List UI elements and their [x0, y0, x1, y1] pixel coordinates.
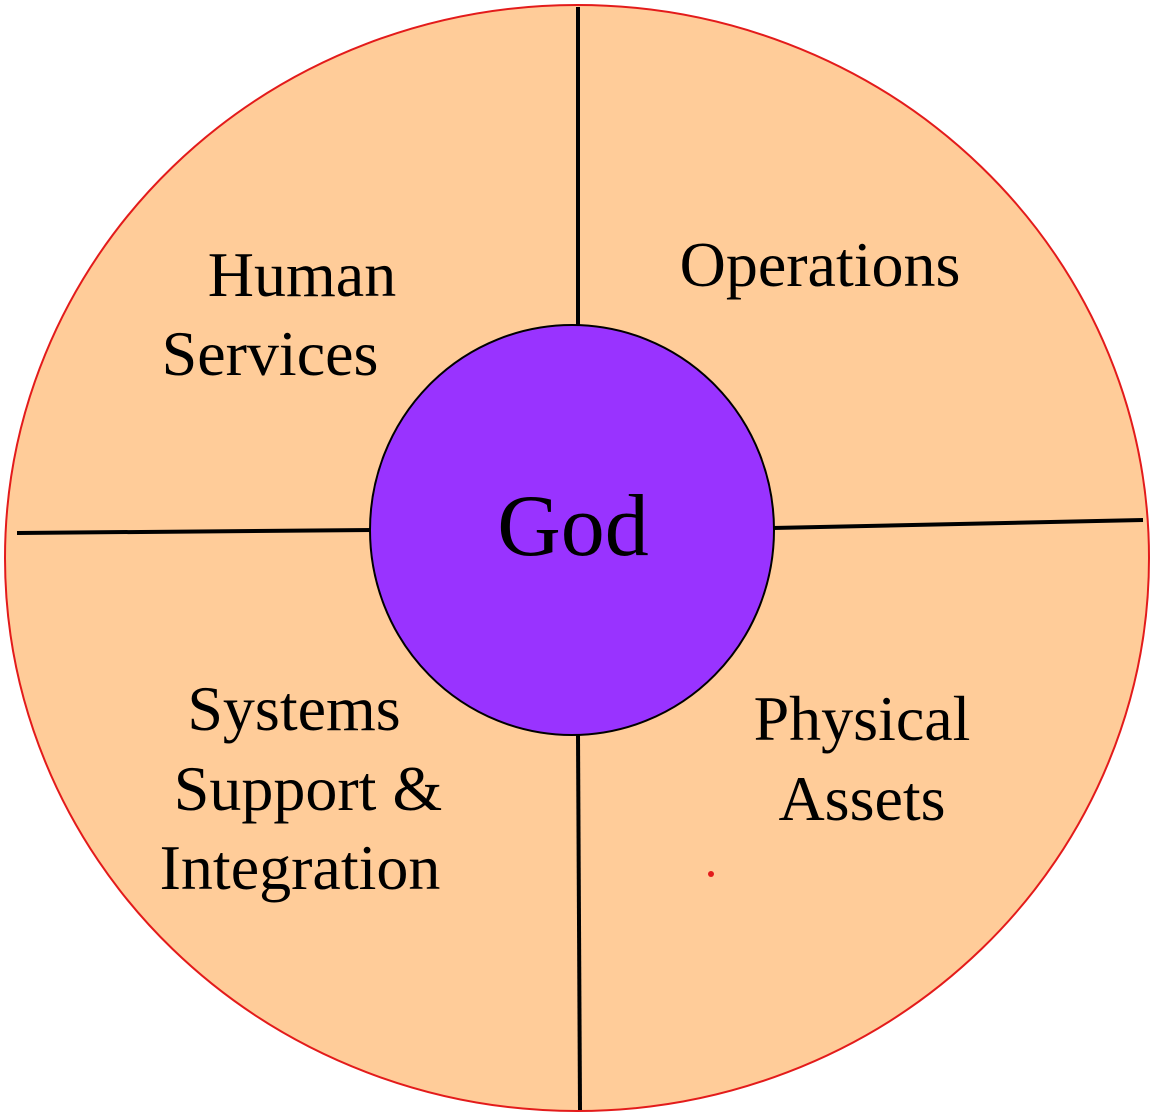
center-label: God [497, 478, 649, 575]
quadrant-label-line: Integration [160, 832, 441, 903]
quadrant-label-line: Assets [778, 763, 945, 834]
divider-bottom [576, 734, 582, 1111]
quadrant-physical-assets: Physical Assets [754, 683, 971, 834]
divider-right [772, 518, 1144, 530]
quadrant-label-line: Systems [187, 673, 400, 744]
quadrant-human-services: Human Services [162, 239, 397, 389]
stray-dot [708, 871, 714, 877]
quadrant-label-line: Support & [174, 753, 442, 824]
center-circle [369, 324, 775, 736]
quadrant-label-line: Services [162, 318, 379, 389]
divider-left [16, 528, 373, 535]
quadrant-operations: Operations [680, 229, 961, 300]
quadrant-label-line: Operations [680, 229, 961, 300]
quadrant-label-line: Physical [754, 683, 971, 754]
quadrant-systems-support-integration: Systems Support & Integration [160, 673, 443, 903]
quadrant-label-line: Human [208, 239, 396, 310]
